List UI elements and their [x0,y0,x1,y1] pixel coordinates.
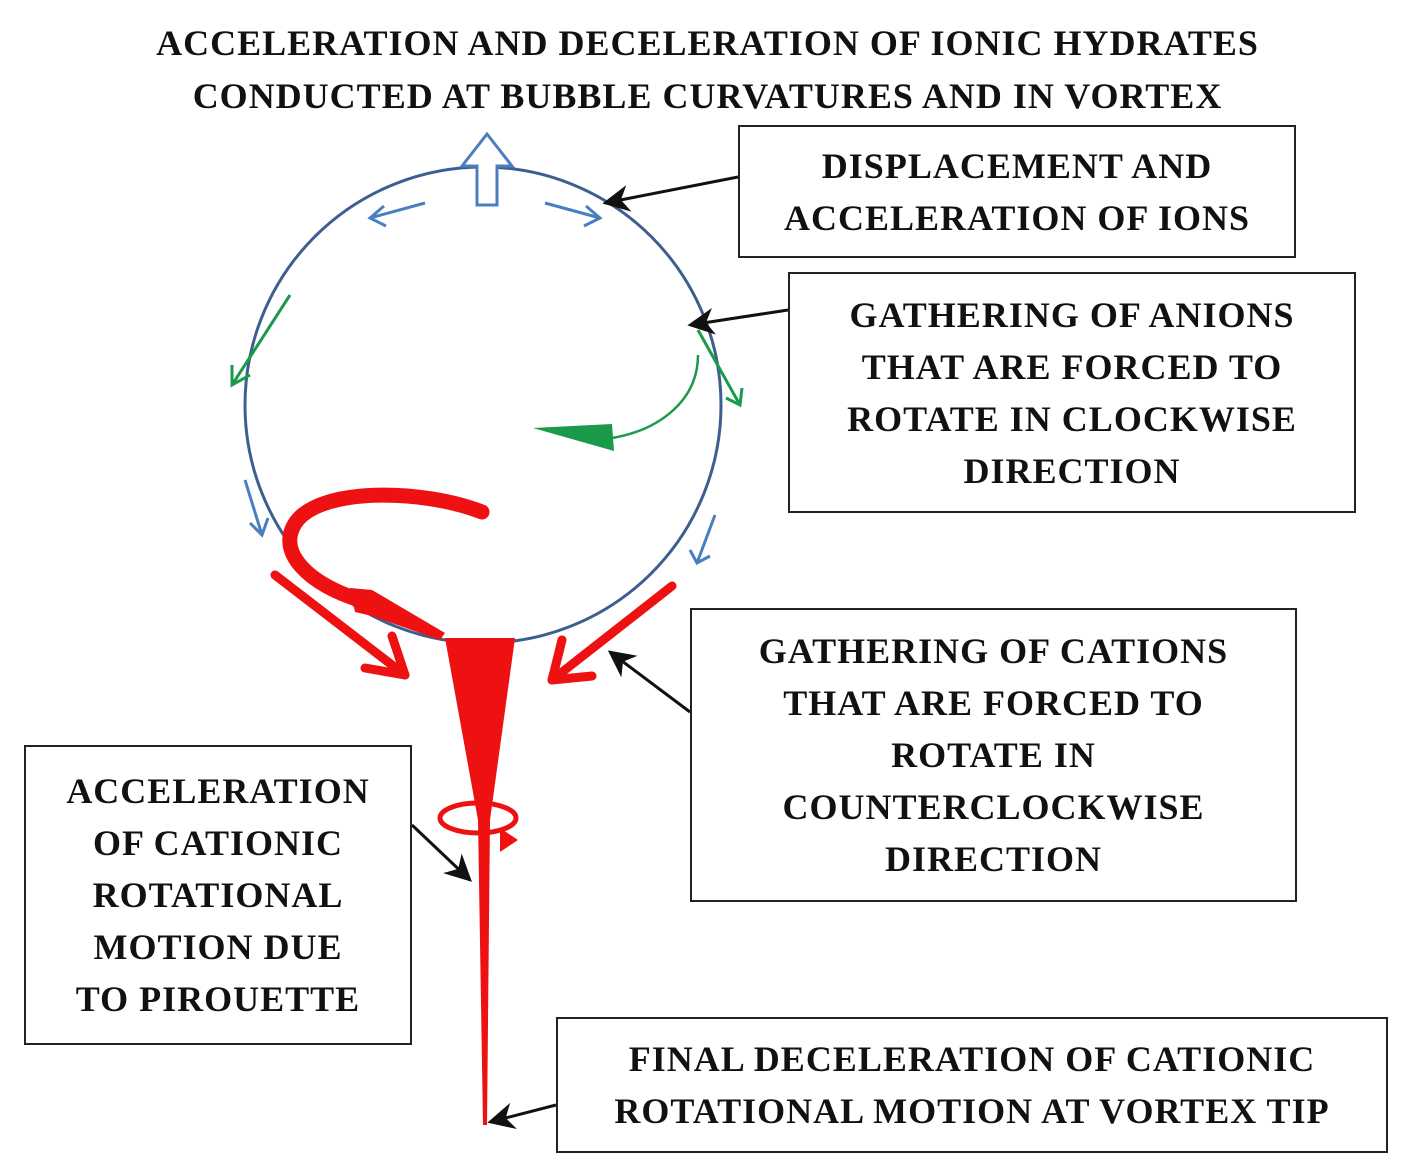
red-swirl-head [350,588,445,640]
label-pirouette-line-3: ROTATIONAL [92,875,344,915]
pointer-arrows [410,175,789,1130]
label-vortex-tip-line-2: ROTATIONAL MOTION AT VORTEX TIP [614,1091,1330,1131]
blue-displacement-arrows [243,201,717,566]
green-clockwise-head [533,424,614,451]
label-pirouette-line-5: TO PIROUETTE [75,979,361,1019]
label-cations-line-1: GATHERING OF CATIONS [758,631,1229,671]
label-displacement: DISPLACEMENT AND ACCELERATION OF IONS [738,125,1296,258]
label-pirouette-line-1: ACCELERATION [66,771,370,811]
label-vortex-tip: FINAL DECELERATION OF CATIONIC ROTATIONA… [556,1017,1388,1153]
label-anions-line-3: ROTATE IN CLOCKWISE [847,398,1297,439]
red-swirl [282,487,490,608]
pirouette-arrowhead [500,828,518,852]
label-anions: GATHERING OF ANIONS THAT ARE FORCED TO R… [788,272,1356,513]
label-anions-line-1: GATHERING OF ANIONS [849,294,1295,335]
upward-hollow-arrow [458,131,516,207]
label-displacement-line-1: DISPLACEMENT AND [821,145,1213,186]
label-vortex-tip-line-1: FINAL DECELERATION OF CATIONIC [628,1039,1316,1079]
label-anions-line-4: DIRECTION [963,450,1181,491]
label-cations-line-3: ROTATE IN [891,735,1096,775]
label-pirouette-line-2: OF CATIONIC [92,823,343,863]
label-anions-line-2: THAT ARE FORCED TO [861,346,1283,387]
title-line-2: CONDUCTED AT BUBBLE CURVATURES AND IN VO… [192,76,1223,116]
red-cation-arrows [270,570,677,685]
label-displacement-line-2: ACCELERATION OF IONS [783,197,1251,238]
green-anion-arrows [230,294,744,408]
label-cations-line-4: COUNTERCLOCKWISE [782,787,1205,827]
label-cations: GATHERING OF CATIONS THAT ARE FORCED TO … [690,608,1297,902]
label-cations-line-5: DIRECTION [884,839,1103,879]
label-pirouette-line-4: MOTION DUE [93,927,343,967]
pirouette-ring [437,800,519,836]
label-pirouette: ACCELERATION OF CATIONIC ROTATIONAL MOTI… [24,745,412,1045]
label-cations-line-2: THAT ARE FORCED TO [783,683,1204,723]
vortex-funnel [445,638,515,1125]
green-clockwise-curve [611,354,700,440]
title-line-1: ACCELERATION AND DECELERATION OF IONIC H… [156,23,1259,63]
